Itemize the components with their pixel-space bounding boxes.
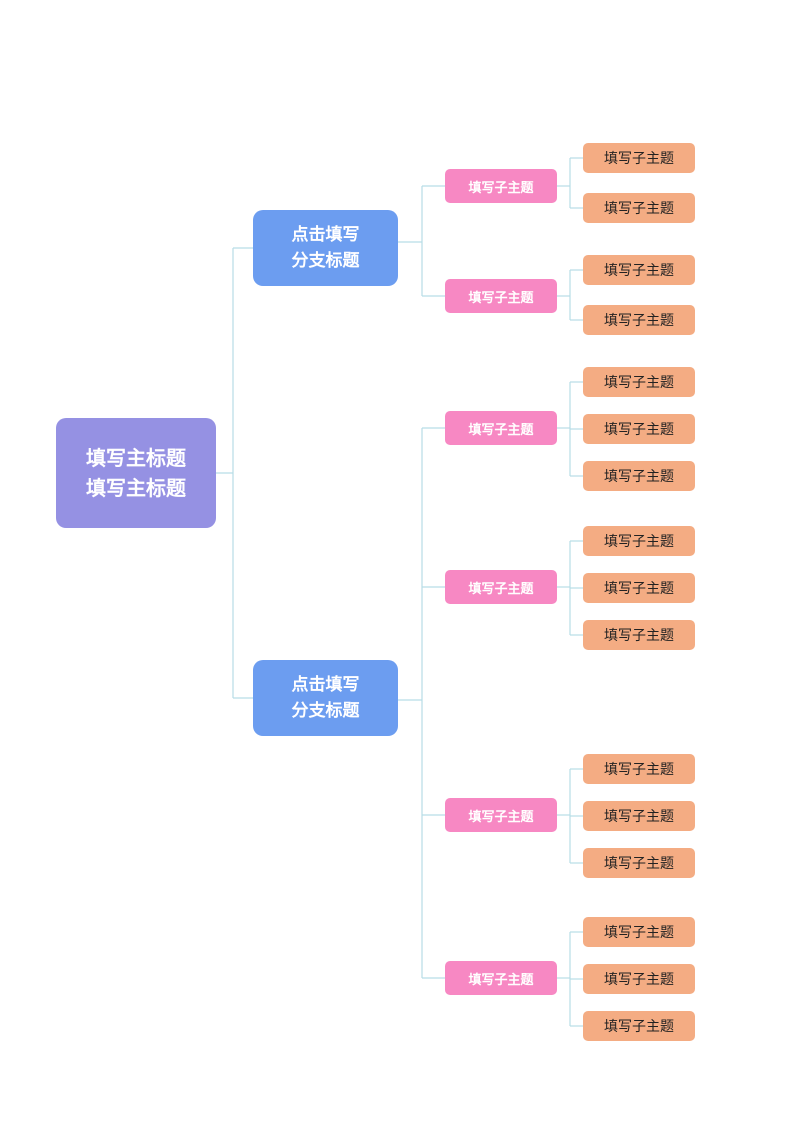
leaf-topic[interactable]: 填写子主题 bbox=[583, 414, 695, 444]
leaf-topic[interactable]: 填写子主题 bbox=[583, 255, 695, 285]
subtopic[interactable]: 填写子主题 bbox=[445, 411, 557, 445]
subtopic[interactable]: 填写子主题 bbox=[445, 961, 557, 995]
leaf-topic[interactable]: 填写子主题 bbox=[583, 526, 695, 556]
leaf-topic[interactable]: 填写子主题 bbox=[583, 1011, 695, 1041]
root-topic[interactable]: 填写主标题 填写主标题 bbox=[56, 418, 216, 528]
branch-topic-2[interactable]: 点击填写 分支标题 bbox=[253, 660, 398, 736]
leaf-topic[interactable]: 填写子主题 bbox=[583, 754, 695, 784]
branch-topic-1[interactable]: 点击填写 分支标题 bbox=[253, 210, 398, 286]
leaf-topic[interactable]: 填写子主题 bbox=[583, 848, 695, 878]
leaf-topic[interactable]: 填写子主题 bbox=[583, 801, 695, 831]
leaf-topic[interactable]: 填写子主题 bbox=[583, 461, 695, 491]
leaf-topic[interactable]: 填写子主题 bbox=[583, 367, 695, 397]
branch-topic-line: 点击填写 bbox=[291, 675, 360, 695]
leaf-topic[interactable]: 填写子主题 bbox=[583, 620, 695, 650]
leaf-topic[interactable]: 填写子主题 bbox=[583, 305, 695, 335]
root-topic-line: 填写主标题 bbox=[86, 476, 186, 500]
leaf-topic[interactable]: 填写子主题 bbox=[583, 193, 695, 223]
branch-topic-line: 点击填写 bbox=[291, 225, 360, 245]
branch-topic-line: 分支标题 bbox=[291, 701, 360, 721]
root-topic-line: 填写主标题 bbox=[86, 446, 186, 470]
subtopic[interactable]: 填写子主题 bbox=[445, 169, 557, 203]
leaf-topic[interactable]: 填写子主题 bbox=[583, 143, 695, 173]
subtopic[interactable]: 填写子主题 bbox=[445, 570, 557, 604]
subtopic[interactable]: 填写子主题 bbox=[445, 279, 557, 313]
branch-topic-line: 分支标题 bbox=[291, 251, 360, 271]
subtopic[interactable]: 填写子主题 bbox=[445, 798, 557, 832]
leaf-topic[interactable]: 填写子主题 bbox=[583, 917, 695, 947]
leaf-topic[interactable]: 填写子主题 bbox=[583, 573, 695, 603]
leaf-topic[interactable]: 填写子主题 bbox=[583, 964, 695, 994]
